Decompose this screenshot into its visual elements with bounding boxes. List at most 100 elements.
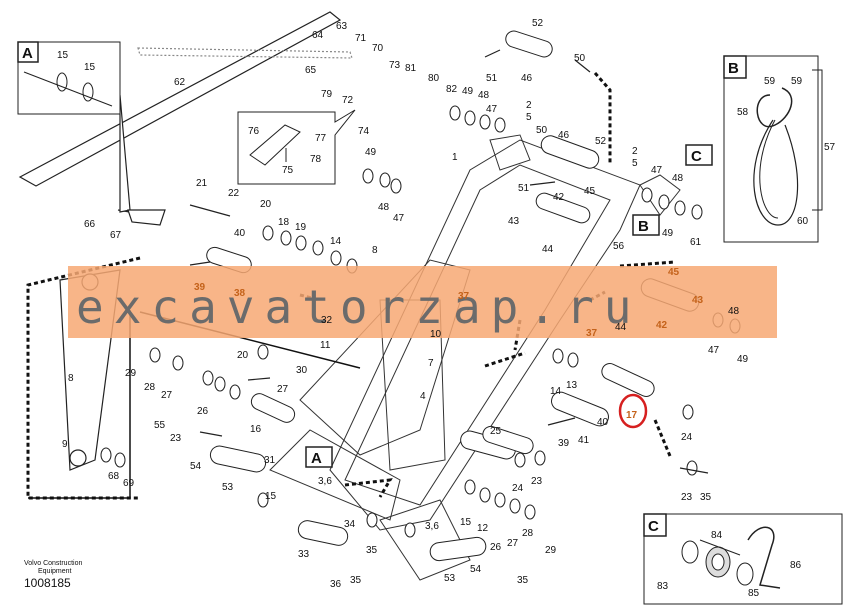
- part-label: 48: [378, 202, 390, 213]
- part-label: 47: [486, 104, 498, 115]
- part-label: 48: [672, 173, 684, 184]
- part-label: 45: [584, 186, 596, 197]
- part-label: 1: [452, 152, 458, 163]
- part-label: 44: [542, 244, 554, 255]
- part-label: 63: [336, 21, 348, 32]
- part-label: 48: [478, 90, 490, 101]
- part-label: 18: [278, 217, 290, 228]
- part-label: 8: [68, 373, 74, 384]
- part-label: 74: [358, 126, 370, 137]
- part-label: 54: [470, 564, 482, 575]
- part-label: 15: [57, 50, 69, 61]
- part-label: 12: [477, 523, 489, 534]
- footer: Volvo Construction Equipment 1008185: [24, 560, 82, 590]
- part-label: 3,6: [425, 521, 439, 532]
- part-label: 53: [444, 573, 456, 584]
- part-label: 20: [237, 350, 249, 361]
- inset-A: [17, 41, 121, 115]
- part-label: 43: [692, 295, 704, 306]
- part-label: 53: [222, 482, 234, 493]
- part-label: 58: [737, 107, 749, 118]
- part-label: 49: [737, 354, 749, 365]
- callout-A-main: A: [311, 450, 322, 467]
- part-label: 51: [518, 183, 530, 194]
- part-label: 85: [748, 588, 760, 599]
- part-label: 28: [144, 382, 156, 393]
- part-label: 46: [558, 130, 570, 141]
- footer-number: 1008185: [24, 576, 71, 590]
- part-label: 76: [248, 126, 260, 137]
- part-label: 35: [350, 575, 362, 586]
- callout-B-inset: B: [728, 60, 739, 77]
- part-label: 4: [420, 391, 426, 402]
- part-label: 9: [62, 439, 68, 450]
- part-label: 56: [613, 241, 625, 252]
- part-label: 41: [578, 435, 590, 446]
- part-label: 24: [681, 432, 693, 443]
- watermark-text: excavatorzap.ru: [76, 280, 641, 334]
- part-label: 50: [536, 125, 548, 136]
- inset-detail-74: [237, 109, 356, 185]
- part-label: 71: [355, 33, 367, 44]
- part-label: 60: [797, 216, 809, 227]
- part-label: 27: [277, 384, 289, 395]
- part-label: 39: [194, 282, 206, 293]
- callout-C-inset: C: [648, 518, 659, 535]
- part-label: 8: [372, 245, 378, 256]
- part-label: 35: [366, 545, 378, 556]
- part-label: 29: [545, 545, 557, 556]
- part-label: 5: [526, 112, 532, 123]
- part-label: 37: [458, 291, 470, 302]
- part-label: 72: [342, 95, 354, 106]
- boom-linework: [269, 134, 681, 581]
- part-label: 46: [521, 73, 533, 84]
- part-label: 36: [330, 579, 342, 590]
- part-label: 11: [320, 340, 331, 351]
- part-label: 27: [161, 390, 173, 401]
- part-label: 35: [517, 575, 529, 586]
- part-label: 13: [566, 380, 578, 391]
- part-label: 23: [531, 476, 543, 487]
- part-label: 47: [393, 213, 405, 224]
- part-label: 84: [711, 530, 723, 541]
- part-label: 40: [597, 417, 609, 428]
- part-label: 16: [250, 424, 262, 435]
- part-label: 51: [486, 73, 498, 84]
- part-label: 3,6: [318, 476, 332, 487]
- part-label: 35: [700, 492, 712, 503]
- part-label: 2: [632, 146, 638, 157]
- callout-B-main: B: [638, 218, 649, 235]
- part-label: 23: [170, 433, 182, 444]
- part-label: 22: [228, 188, 240, 199]
- part-label: 17: [626, 410, 638, 421]
- part-label: 34: [344, 519, 356, 530]
- part-label: 39: [558, 438, 570, 449]
- part-label: 83: [657, 581, 669, 592]
- part-label: 82: [446, 84, 458, 95]
- part-label: 67: [110, 230, 122, 241]
- inset-B: [723, 55, 823, 243]
- part-label: 15: [84, 62, 96, 73]
- callout-A-inset: A: [22, 45, 33, 62]
- part-label: 47: [708, 345, 720, 356]
- part-label: 57: [824, 142, 836, 153]
- part-label: 65: [305, 65, 317, 76]
- part-label: 38: [234, 288, 246, 299]
- part-label: 59: [791, 76, 803, 87]
- part-label: 29: [125, 368, 137, 379]
- part-label: 86: [790, 560, 802, 571]
- part-label: 42: [553, 192, 565, 203]
- part-label: 33: [298, 549, 310, 560]
- part-label: 30: [296, 365, 308, 376]
- part-label: 45: [668, 267, 680, 278]
- part-label: 64: [312, 30, 324, 41]
- part-label: 54: [190, 461, 202, 472]
- part-label: 32: [321, 315, 333, 326]
- inset-C: [643, 513, 843, 605]
- part-label: 2: [526, 100, 532, 111]
- part-label: 19: [295, 222, 307, 233]
- part-label: 26: [197, 406, 209, 417]
- callout-C-main: C: [691, 148, 702, 165]
- part-label: 15: [460, 517, 472, 528]
